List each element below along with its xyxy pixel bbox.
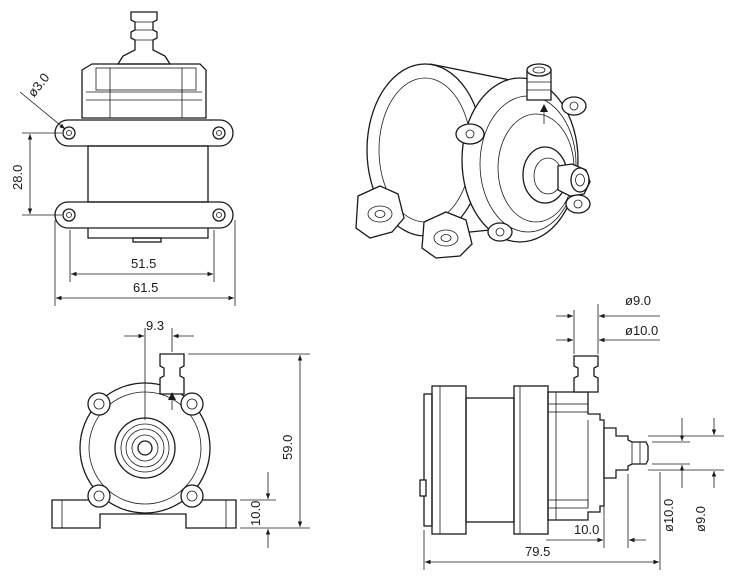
isometric-view	[355, 63, 591, 259]
dim-inlet-outer-dia: ø9.0	[625, 293, 651, 308]
dim-offset: 9.3	[146, 318, 164, 333]
top-view	[19, 11, 236, 306]
dim-outlet-length: 10.0	[574, 522, 599, 537]
front-view	[51, 328, 310, 548]
side-view	[419, 304, 724, 570]
dim-hole-dia: ø3.0	[25, 70, 53, 100]
dim-total-length: 79.5	[525, 544, 550, 559]
dim-hole-spacing: 28.0	[10, 165, 25, 190]
dim-base-height: 10.0	[248, 501, 263, 526]
dim-body-width: 51.5	[131, 256, 156, 271]
dim-side-dia-b: ø9.0	[693, 506, 708, 532]
dim-flange-width: 61.5	[133, 280, 158, 295]
dim-side-dia-a: ø10.0	[661, 499, 676, 532]
dim-outlet-inner-dia: ø10.0	[625, 323, 658, 338]
dim-total-height: 59.0	[280, 435, 295, 460]
